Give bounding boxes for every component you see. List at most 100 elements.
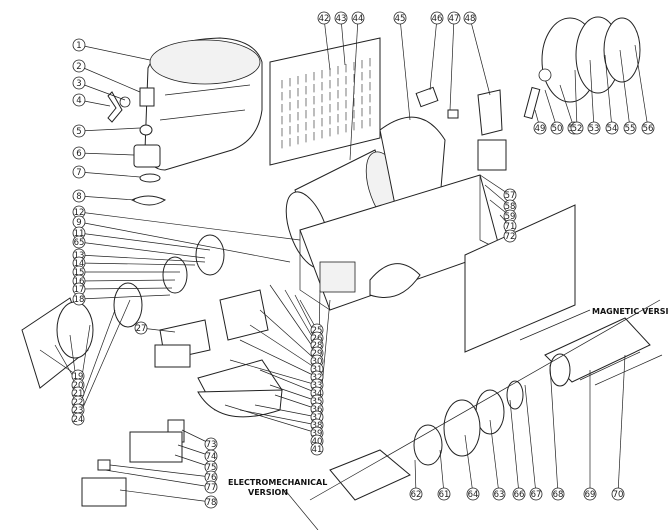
part-label-46: 46 [430,11,444,25]
part-label-62: 62 [409,487,423,501]
leader-line-76 [109,464,212,478]
part-label-4: 4 [72,93,86,107]
leader-line-9 [78,221,291,263]
leader-line-42 [323,17,331,71]
label-circle [492,487,506,501]
part-label-50: 50 [550,121,564,135]
label-number: 2 [76,62,81,72]
leader-line-53 [589,59,595,129]
label-circle [512,487,526,501]
leader-line-61 [439,449,445,495]
leader-line-70 [617,354,626,495]
leader-line-50 [544,89,558,129]
label-number: 13 [74,251,85,261]
caption-magnetic-version: MAGNETIC VERSION [592,307,669,316]
leader-line-43 [340,17,346,66]
label-circle [533,121,547,135]
label-number: 32 [312,373,323,383]
left-drive-assembly [21,234,225,389]
label-number: 46 [432,14,443,24]
leader-line-47 [449,17,455,111]
leader-line-8 [78,195,136,201]
label-number: 59 [505,212,516,222]
label-number: 54 [607,124,618,134]
label-circle [550,121,564,135]
section-divider [284,489,319,530]
part-label-53: 53 [587,121,601,135]
label-number: 37 [312,413,323,423]
part-label-55: 55 [623,121,637,135]
label-circle [437,487,451,501]
label-number: 14 [74,259,85,269]
label-number: 39 [312,429,323,439]
label-circle [503,229,517,243]
magnetic-version-parts [329,309,663,501]
label-number: 56 [643,124,654,134]
label-number: 12 [74,208,85,218]
label-number: 65 [74,238,85,248]
part-label-3: 3 [72,76,86,90]
leader-line-1 [78,44,151,61]
tap-assembly [107,87,167,206]
leader-line-77 [104,469,212,488]
leader-line-14 [78,262,196,266]
label-circle [71,412,85,426]
label-number: 15 [74,268,85,278]
part-label-56: 56 [641,121,655,135]
label-circle [72,59,86,73]
bowl-part [144,37,263,171]
label-number: 70 [613,490,624,500]
part-label-47: 47 [447,11,461,25]
label-number: 75 [206,463,217,473]
label-circle [72,165,86,179]
label-number: 43 [336,14,347,24]
part-label-76: 76 [204,470,218,484]
part-label-14: 14 [72,256,86,270]
part-label-70: 70 [611,487,625,501]
label-number: 47 [449,14,460,24]
label-number: 58 [505,202,516,212]
part-label-66: 66 [512,487,526,501]
label-number: 67 [531,490,542,500]
part-label-43: 43 [334,11,348,25]
label-number: 73 [206,440,217,450]
label-number: 61 [439,490,450,500]
label-number: 50 [552,124,563,134]
label-number: 28 [312,341,323,351]
leader-line-35 [269,384,318,402]
label-circle [463,11,477,25]
label-circle [447,11,461,25]
drip-tray [197,359,283,418]
label-number: 38 [312,421,323,431]
label-number: 66 [514,490,525,500]
leader-line-13 [78,254,206,263]
label-circle [605,121,619,135]
label-number: 29 [312,349,323,359]
label-number: 25 [312,326,323,336]
label-number: 52 [572,124,583,134]
leader-lines [39,17,649,503]
part-label-18: 18 [72,292,86,306]
part-label-52: 52 [570,121,584,135]
label-number: 19 [73,372,84,382]
label-circle [72,124,86,138]
side-grille-panel [464,204,576,353]
part-label-64: 64 [466,487,480,501]
label-circle [72,189,86,203]
label-circle [551,487,565,501]
leader-line-34 [259,369,318,394]
leader-line-78 [119,489,212,503]
part-label-45: 45 [393,11,407,25]
part-label-73: 73 [204,437,218,451]
leader-line-19 [39,349,79,377]
part-label-2: 2 [72,59,86,73]
label-circle [204,480,218,494]
label-number: 3 [76,79,81,89]
label-number: 36 [312,405,323,415]
label-circle [529,487,543,501]
label-number: 17 [74,285,85,295]
leader-line-29 [269,284,318,354]
label-number: 35 [312,397,323,407]
part-label-78: 78 [204,495,218,509]
label-number: 55 [625,124,636,134]
